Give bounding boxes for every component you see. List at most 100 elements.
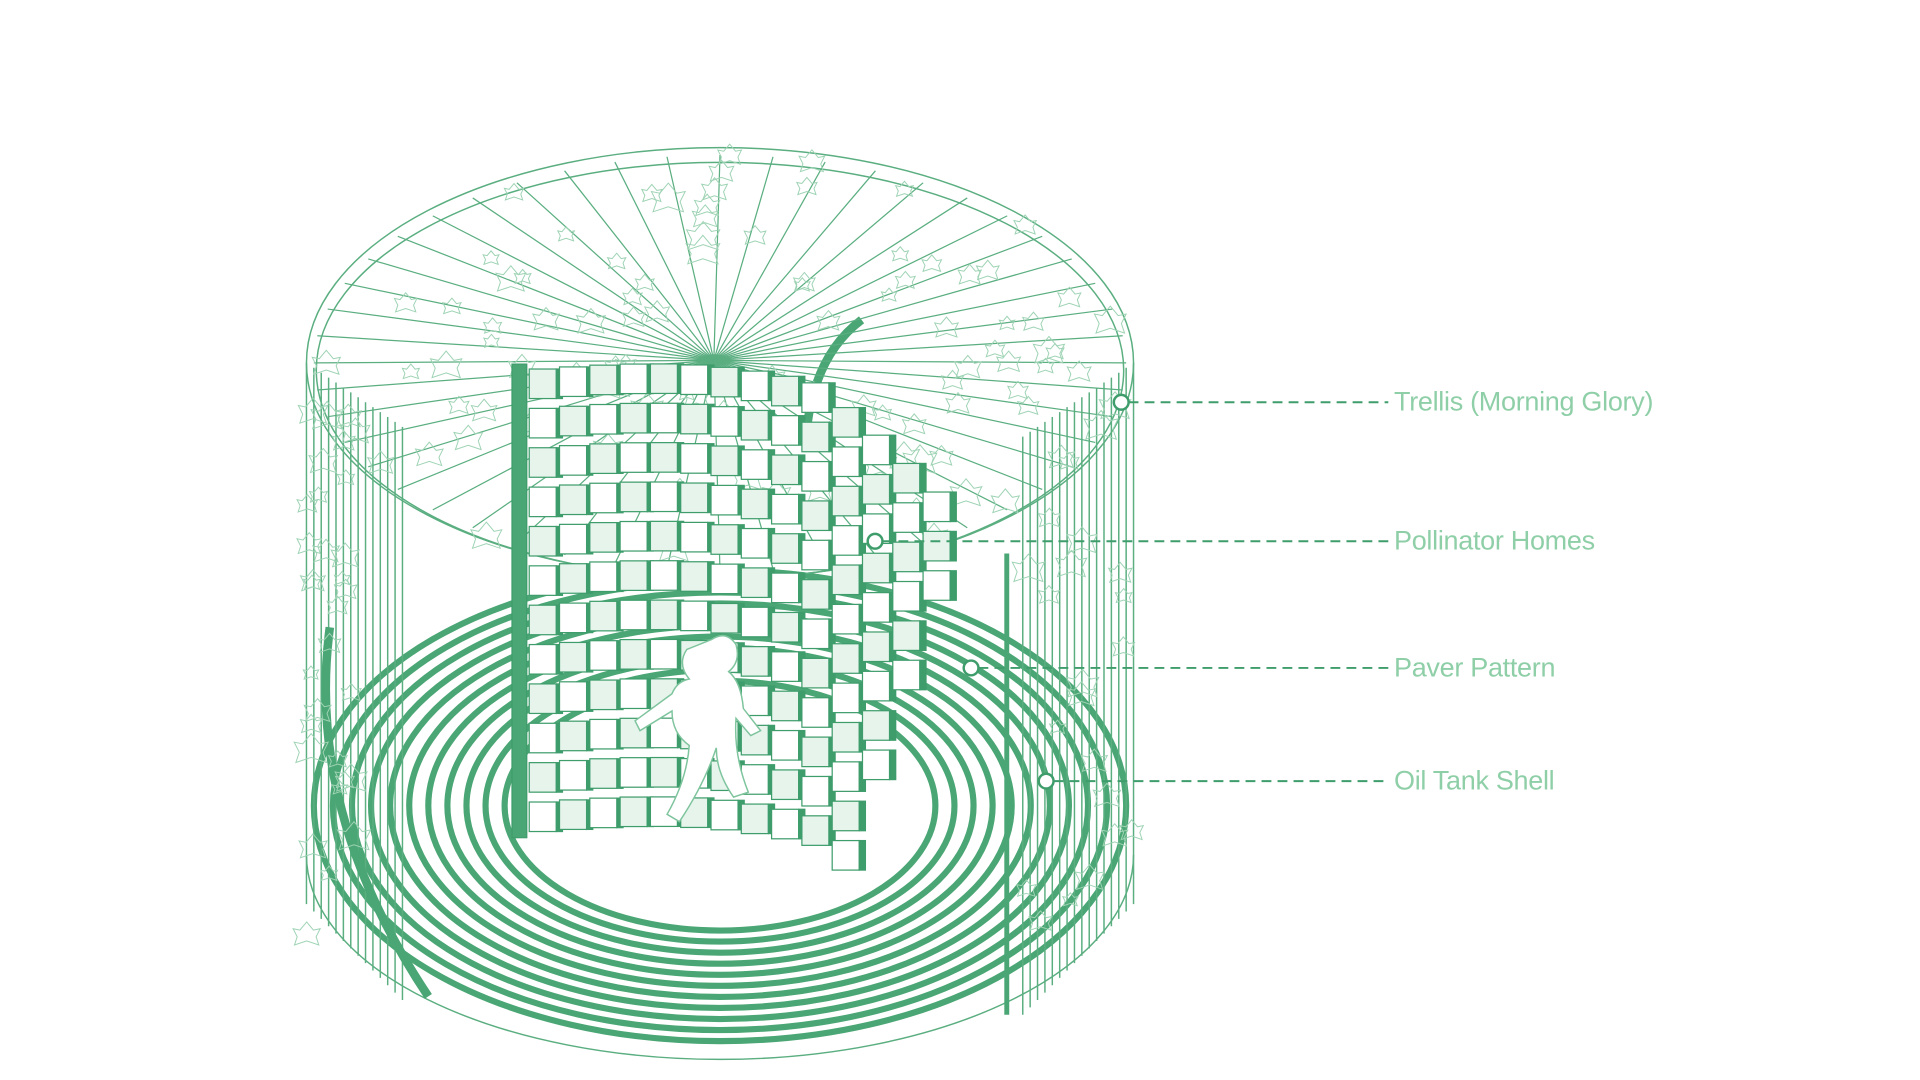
- pollinator-home-box: [740, 409, 769, 441]
- leaf: [1066, 526, 1099, 554]
- leaf: [945, 391, 971, 414]
- leaf: [330, 542, 360, 568]
- leaf: [334, 763, 368, 792]
- trellis-spoke: [344, 282, 714, 362]
- pollinator-home-box: [649, 599, 679, 631]
- leaf: [880, 287, 898, 302]
- pollinator-home-box: [589, 443, 618, 475]
- pollinator-home-box: [831, 603, 860, 635]
- pollinator-home-box: [861, 552, 891, 584]
- pollinator-home-box: [528, 801, 557, 833]
- pollinator-home-box: [558, 405, 588, 437]
- pollinator-home-box: [558, 759, 588, 791]
- pollinator-home-box: [861, 749, 891, 781]
- trellis-spoke: [472, 197, 715, 361]
- leaf: [1013, 214, 1038, 235]
- pollinator-home-box: [558, 720, 588, 752]
- leaf: [298, 833, 328, 859]
- pollinator-home-box: [892, 462, 921, 494]
- leaf: [995, 350, 1022, 373]
- pollinator-home-side: [858, 839, 867, 871]
- leaf: [933, 316, 960, 338]
- pollinator-home-box: [589, 718, 618, 750]
- pollinator-home-box: [710, 445, 739, 477]
- leaf: [743, 224, 767, 245]
- pollinator-home-side: [919, 659, 927, 691]
- pollinator-home-box: [528, 683, 557, 715]
- pollinator-home-box: [558, 641, 588, 673]
- trellis-spoke: [713, 154, 721, 361]
- pollinator-home-box: [801, 815, 830, 846]
- leaf: [1028, 910, 1053, 931]
- leaf: [1047, 444, 1076, 469]
- pollinator-home-box: [740, 646, 769, 677]
- pollinator-home-box: [801, 657, 830, 689]
- leaf: [643, 300, 671, 323]
- pollinator-home-box: [589, 482, 618, 514]
- pollinator-home-box: [589, 600, 618, 632]
- leaf: [334, 403, 363, 428]
- trellis-spoke: [713, 282, 1096, 362]
- leaf: [1021, 311, 1046, 332]
- pollinator-home-box: [589, 561, 618, 593]
- tank-bottom-edge: [305, 854, 1135, 1061]
- pollinator-home-box: [892, 502, 921, 533]
- leaf: [691, 204, 719, 228]
- leaf: [1057, 286, 1082, 308]
- trellis-spoke: [516, 182, 715, 361]
- trellis-spoke: [713, 258, 1072, 362]
- label-trellis: Trellis (Morning Glory): [1394, 386, 1654, 417]
- pollinator-home-box: [589, 640, 618, 671]
- pollinator-home-side: [858, 800, 867, 832]
- leaf: [1058, 451, 1080, 470]
- pollinator-home-box: [801, 618, 830, 650]
- leaf: [606, 252, 627, 270]
- trellis-spoke: [317, 335, 714, 362]
- leaf: [984, 339, 1006, 358]
- leaf: [429, 350, 463, 379]
- leaf: [975, 259, 1000, 281]
- leaf: [366, 450, 395, 474]
- trellis-spoke: [713, 335, 1123, 362]
- pollinator-home-box: [770, 769, 800, 801]
- pollinator-home-box: [558, 602, 588, 634]
- pollinator-home-box: [589, 364, 618, 396]
- pollinator-home-box: [770, 651, 800, 682]
- pollinator-home-box: [528, 604, 557, 636]
- leaf: [891, 245, 910, 262]
- pollinator-home-box: [680, 482, 709, 514]
- leaf: [331, 429, 356, 451]
- leaf: [303, 697, 332, 723]
- pollinator-home-box: [710, 484, 739, 516]
- pollinator-home-box: [619, 638, 648, 670]
- pollinator-home-box: [892, 620, 921, 652]
- leaf: [1006, 380, 1030, 400]
- leaf: [1065, 668, 1100, 698]
- leaf: [495, 265, 527, 292]
- pollinator-home-box: [861, 631, 891, 663]
- leaf: [302, 665, 320, 680]
- leaf: [308, 486, 329, 503]
- pollinator-home-box: [619, 678, 648, 710]
- pollinator-home-side: [919, 462, 927, 494]
- pollinator-home-box: [770, 729, 800, 761]
- leaf: [873, 404, 893, 421]
- leaf: [513, 268, 532, 285]
- trellis-spoke: [432, 215, 715, 361]
- leaf: [1092, 782, 1122, 808]
- pollinator-home-side: [949, 530, 957, 562]
- leaf: [299, 713, 323, 734]
- pollinator-home-box: [922, 491, 951, 523]
- pollinator-home-box: [801, 775, 830, 807]
- trellis-spoke: [368, 258, 715, 362]
- pollinator-home-box: [892, 659, 921, 691]
- leaf: [1119, 819, 1145, 841]
- pollinator-home-box: [770, 690, 800, 722]
- pollinator-home-box: [801, 421, 830, 453]
- leaf: [1045, 342, 1065, 360]
- leaf: [990, 488, 1021, 514]
- trellis-spoke: [713, 359, 1113, 418]
- pollinator-home-box: [710, 799, 739, 831]
- pollinator-home-box: [710, 366, 739, 398]
- pollinator-home-box: [649, 638, 679, 670]
